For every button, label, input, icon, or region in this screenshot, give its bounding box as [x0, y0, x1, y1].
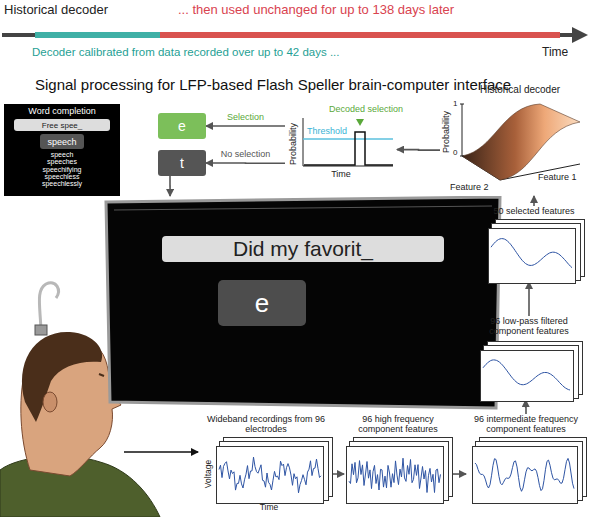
node-text: 96 low-pass filtered component features — [474, 316, 584, 337]
waveform-trace — [491, 239, 572, 268]
probability-trace — [304, 132, 393, 165]
hair — [22, 332, 102, 422]
node-text: 0 — [453, 148, 457, 157]
candidate-button: speech — [40, 134, 84, 149]
node-text: 96 intermediate frequency component feat… — [466, 414, 586, 435]
waveform — [481, 351, 573, 401]
signal-panel — [346, 446, 444, 504]
historical-decoder-surface: Historical decoderProbability1 0Feature 2… — [440, 84, 588, 196]
speller-monitor: Did my favorit_e — [104, 196, 502, 410]
node-text: Feature 1 — [538, 172, 577, 182]
signal-panel — [488, 228, 576, 284]
annotation-label: Decoder calibrated from data recorded ov… — [32, 46, 339, 59]
cable — [39, 283, 58, 330]
node-text: Wideband recordings from 96 electrodes — [202, 414, 330, 435]
unselected-letter-box: t — [158, 150, 206, 176]
usage-span — [160, 32, 560, 38]
text-entry-bar: Free spee_ — [14, 119, 110, 131]
typed-text-bar: Did my favorit_ — [162, 236, 444, 262]
axis-lines — [303, 118, 393, 166]
node-text: Probability — [441, 111, 451, 153]
flow-arrow — [528, 282, 530, 316]
node-text: Threshold — [307, 126, 347, 136]
node-text: e — [255, 288, 269, 319]
annotation-label: ... then used unchanged for up to 138 da… — [178, 3, 454, 18]
edge-label: No selection — [219, 150, 273, 160]
threshold-line — [303, 138, 393, 140]
selected-letter-box: e — [158, 113, 206, 139]
surface-axes — [462, 104, 580, 180]
annotation-label: Historical decoder — [4, 3, 108, 18]
timeline-head — [572, 27, 588, 43]
feature-stack: 96 low-pass filtered component features — [474, 316, 584, 400]
calibration-span — [35, 32, 160, 38]
monitor-screen — [106, 197, 500, 408]
node-text: Probability — [288, 123, 298, 165]
sigmoid-surface — [462, 104, 580, 180]
waveform — [473, 447, 577, 503]
flow-arrow — [206, 125, 285, 127]
flow-arrow — [533, 196, 535, 206]
recording-arrow — [124, 451, 198, 453]
word-completion-screen: Word completion speech speeches speechify… — [4, 104, 120, 196]
timeline-arrow — [2, 27, 588, 43]
flow-arrow — [525, 400, 527, 414]
node-text: Word completion — [4, 106, 120, 116]
annotation-label: Time — [542, 46, 568, 60]
ear — [43, 392, 57, 412]
signal-panel — [216, 446, 324, 504]
node-text: e — [178, 118, 186, 134]
flow-arrow — [169, 176, 171, 196]
waveform — [347, 447, 443, 503]
waveform-trace — [349, 458, 441, 492]
figure-title: Signal processing for LFP-based Flash Sp… — [35, 76, 511, 93]
node-text: speech — [47, 137, 76, 147]
node-text: Decoded selection — [329, 104, 403, 114]
node-text: 1 — [453, 99, 457, 108]
waveform — [217, 447, 323, 503]
pedestal-connector — [35, 325, 47, 335]
node-text: 50 selected features — [484, 206, 584, 216]
node-text: Free spee_ — [42, 121, 82, 130]
probability-plot: Decoded selectionProbabilityThresholdTim… — [285, 104, 397, 180]
axis-ticks — [460, 104, 464, 156]
node-text: Voltage — [204, 460, 214, 488]
flow-arrow — [330, 473, 344, 475]
waveform — [489, 229, 575, 283]
waveform-trace — [475, 458, 574, 491]
node-text: Did my favorit_ — [233, 237, 373, 261]
waveform-trace — [483, 360, 570, 390]
node-text: 96 high frequency component features — [344, 414, 452, 435]
eyebrow — [99, 374, 104, 376]
signal-panel — [480, 350, 574, 402]
feature-stack: 50 selected features — [484, 206, 584, 282]
feature-stack: 96 high frequency component features — [344, 414, 452, 504]
node-text: Time — [260, 503, 279, 513]
node-text: Feature 2 — [450, 182, 489, 192]
flow-arrow — [452, 473, 466, 475]
flashing-letter-button: e — [218, 280, 306, 326]
window-title-bar — [114, 206, 492, 210]
node-text: Historical decoder — [480, 84, 560, 96]
edge-label: Selection — [225, 113, 266, 123]
signal-panel — [472, 446, 578, 504]
selection-marker — [356, 119, 364, 126]
flow-arrow — [206, 162, 285, 164]
node-text: t — [180, 155, 184, 171]
feature-stack: Wideband recordings from 96 electrodesVo… — [202, 414, 330, 514]
node-text: speech speeches speechifying speechless … — [42, 151, 82, 188]
feature-stack: 96 intermediate frequency component feat… — [466, 414, 586, 504]
node-text: Time — [331, 169, 351, 179]
waveform-trace — [219, 457, 321, 493]
timeline-shaft — [2, 33, 574, 37]
plot-axes — [285, 104, 397, 180]
flow-arrow — [397, 149, 440, 151]
